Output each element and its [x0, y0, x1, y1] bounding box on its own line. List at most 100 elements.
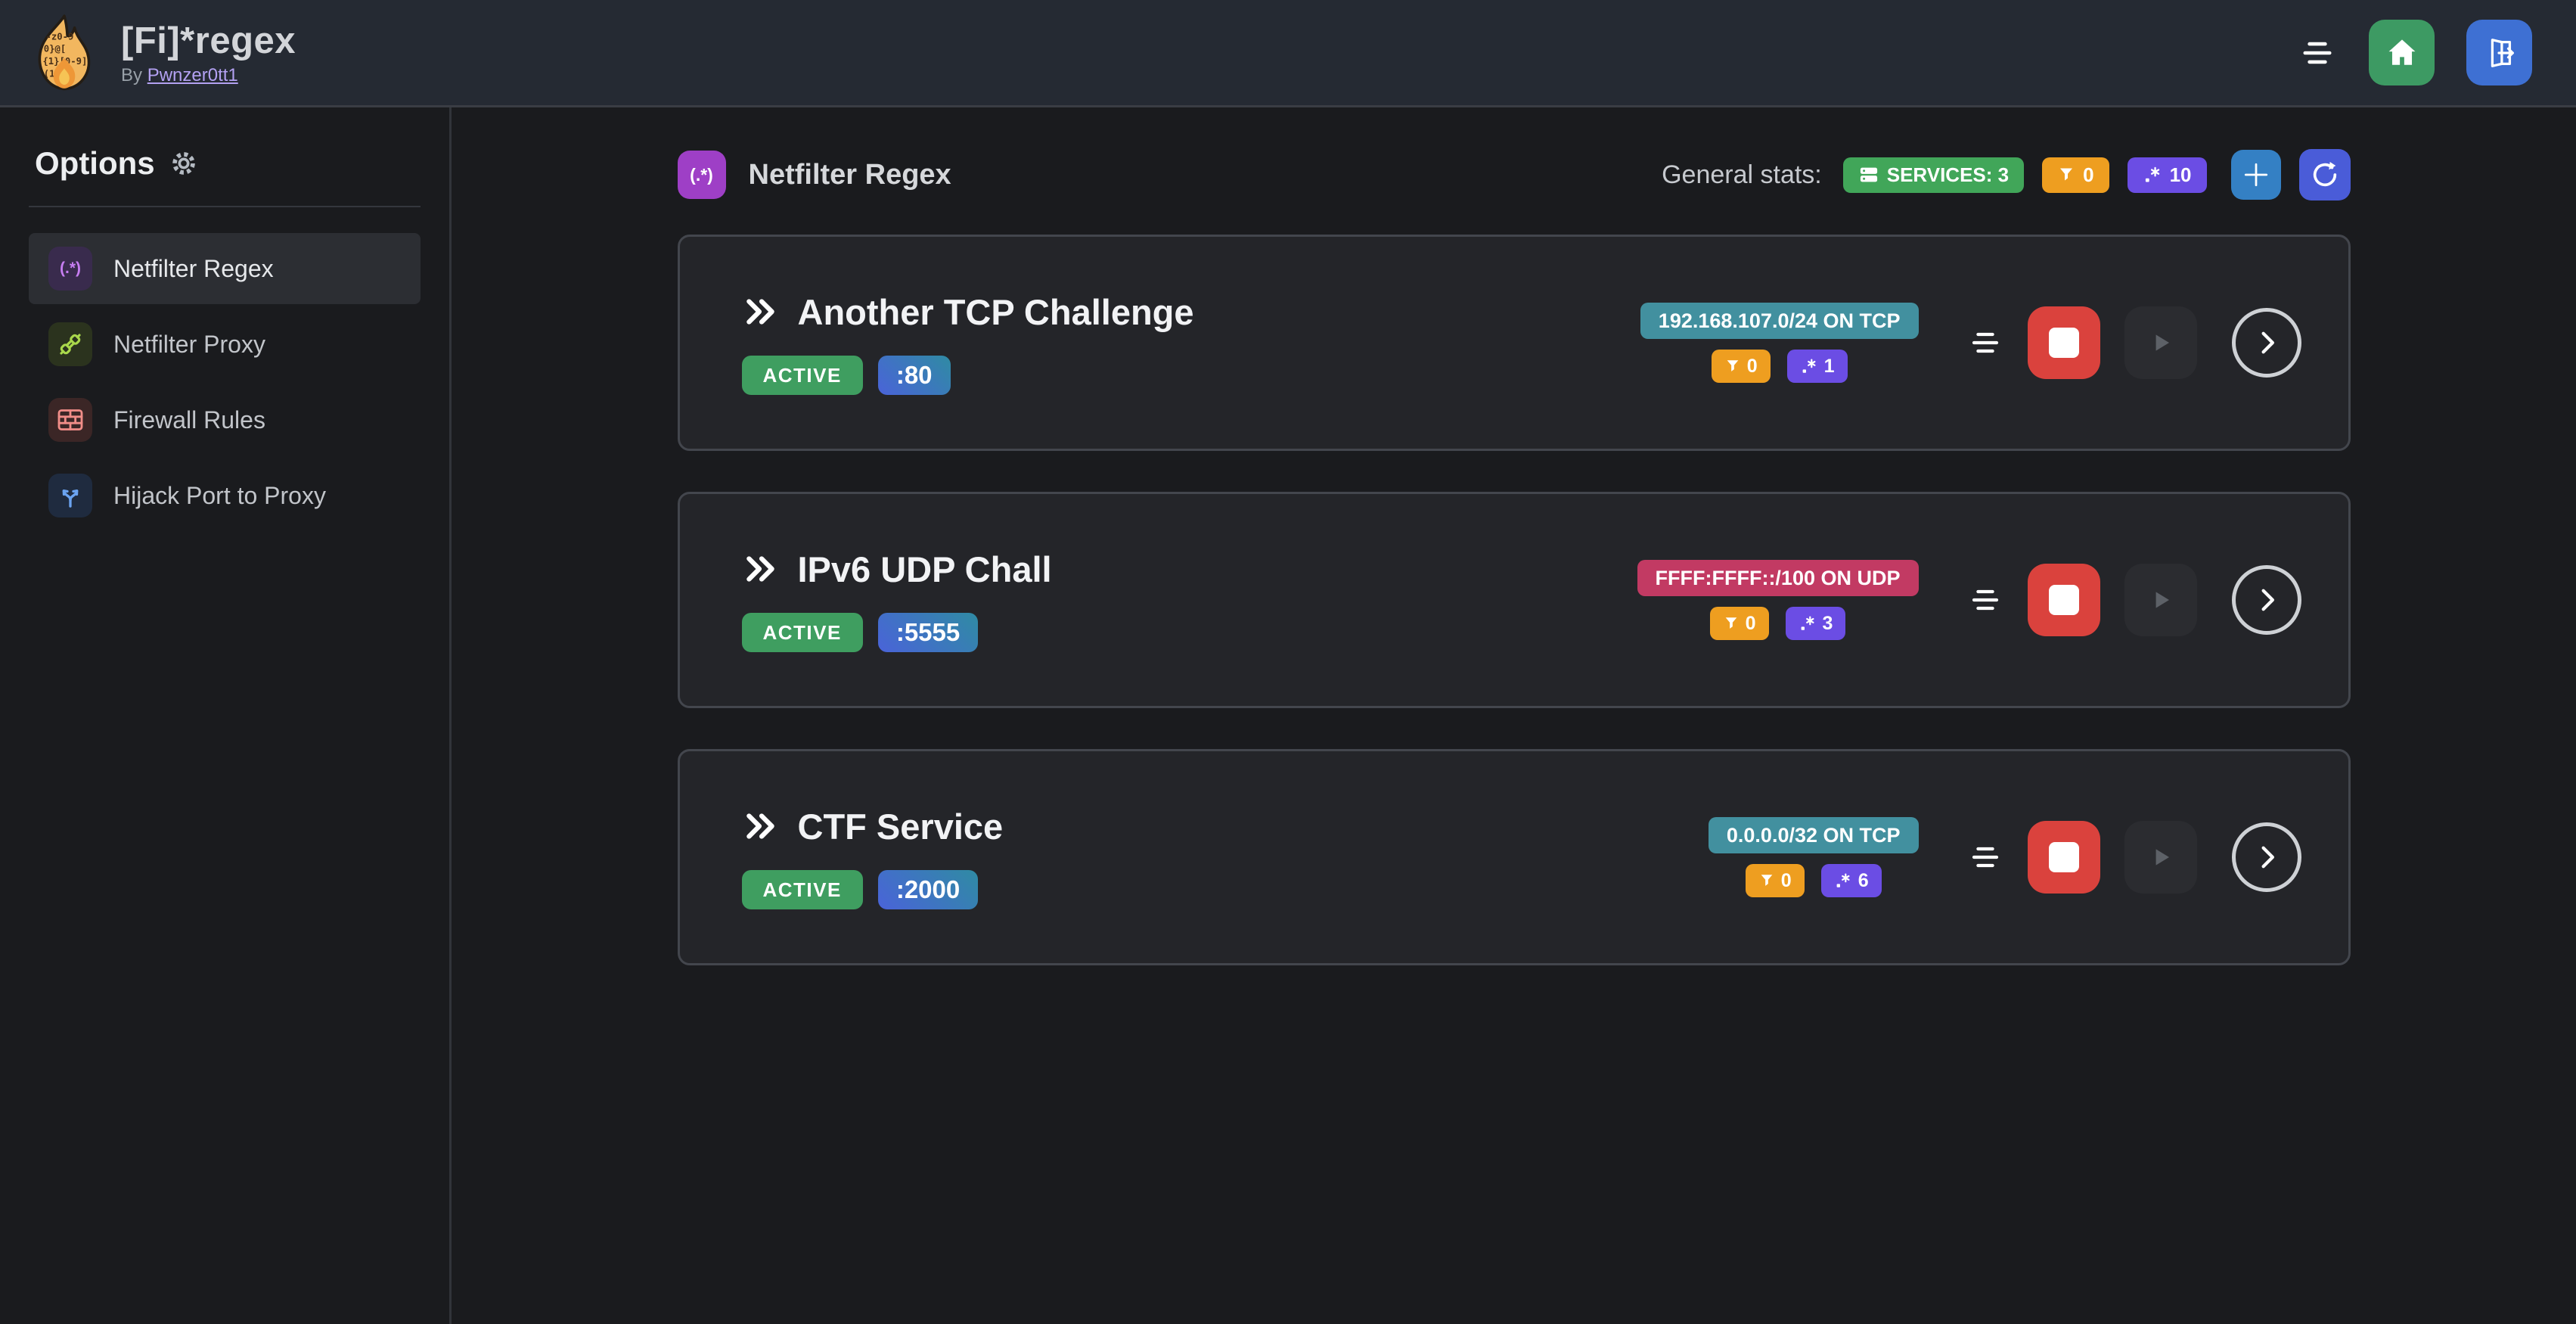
flame-logo: -z0-9 0}@[ {1}[0-9] (1 z]	[38, 14, 91, 90]
logo-regex-text: -z0-9	[46, 31, 74, 42]
filter-icon	[1724, 358, 1741, 375]
open-service-button[interactable]	[2231, 308, 2301, 378]
sidebar-nav: (.*) Netfilter Regex Netfilter Proxy Fir…	[29, 233, 421, 531]
status-badge: ACTIVE	[741, 612, 863, 652]
refresh-icon	[2310, 160, 2340, 190]
sidebar-item-hijack-port[interactable]: Hijack Port to Proxy	[29, 460, 421, 531]
mini-badges-row: 0 1	[1711, 350, 1848, 383]
open-service-button[interactable]	[2231, 565, 2301, 635]
header-brand: -z0-9 0}@[ {1}[0-9] (1 z] [Fi]*regex By …	[27, 13, 296, 93]
service-card-list: Another TCP Challenge ACTIVE :80 192.168…	[677, 235, 2351, 965]
filter-icon	[1758, 872, 1775, 889]
main-content: (.*) Netfilter Regex General stats: SERV…	[677, 148, 2351, 965]
regex-dot-star-icon	[2143, 165, 2162, 185]
author-link[interactable]: Pwnzer0tt1	[147, 64, 238, 85]
services-count-badge: SERVICES: 3	[1842, 157, 2025, 193]
page-body: Options (.*) Netfilter Regex Netfilter P…	[0, 107, 2576, 1324]
service-regexes-badge: 1	[1786, 350, 1848, 383]
target-cidr-badge: FFFF:FFFF::/100 ON UDP	[1637, 560, 1919, 596]
target-info: 192.168.107.0/24 ON TCP 0 1	[1640, 303, 1919, 383]
service-card-info: Another TCP Challenge ACTIVE :80	[741, 291, 1194, 395]
header-actions	[2298, 20, 2532, 85]
plus-icon	[2239, 158, 2273, 191]
service-card: IPv6 UDP Chall ACTIVE :5555 FFFF:FFFF::/…	[677, 492, 2351, 708]
main-area: (.*) Netfilter Regex General stats: SERV…	[452, 107, 2576, 1324]
service-filters-badge: 0	[1711, 350, 1771, 383]
service-title-row: Another TCP Challenge	[742, 291, 1194, 333]
chevrons-right-icon	[742, 293, 780, 331]
server-icon	[1858, 164, 1879, 185]
sidebar-heading: Options	[35, 145, 421, 182]
regex-dot-star-icon	[1799, 614, 1817, 632]
split-arrows-icon	[48, 474, 92, 517]
stop-icon	[2048, 842, 2079, 872]
stop-icon	[2048, 585, 2079, 615]
filter-icon	[2057, 166, 2075, 184]
service-menu-icon[interactable]	[1967, 325, 2003, 361]
service-menu-icon[interactable]	[1967, 839, 2003, 875]
refresh-button[interactable]	[2298, 149, 2351, 200]
service-card-info: IPv6 UDP Chall ACTIVE :5555	[741, 549, 1052, 652]
service-card-info: CTF Service ACTIVE :2000	[741, 806, 1004, 909]
stop-service-button[interactable]	[2027, 306, 2100, 379]
service-card-controls: FFFF:FFFF::/100 ON UDP 0 3	[1637, 560, 2301, 640]
sidebar-heading-label: Options	[35, 145, 155, 181]
target-info: FFFF:FFFF::/100 ON UDP 0 3	[1637, 560, 1919, 640]
start-service-button	[2124, 564, 2197, 636]
sidebar-divider	[29, 206, 421, 207]
target-info: 0.0.0.0/32 ON TCP 0 6	[1708, 817, 1919, 897]
mini-badges-row: 0 6	[1745, 864, 1882, 897]
service-card-controls: 0.0.0.0/32 ON TCP 0 6	[1708, 817, 2301, 897]
open-service-button[interactable]	[2231, 822, 2301, 892]
mini-badges-row: 0 3	[1709, 607, 1846, 640]
section-topbar: (.*) Netfilter Regex General stats: SERV…	[677, 148, 2351, 201]
chevrons-right-icon	[742, 550, 780, 588]
service-name: CTF Service	[797, 806, 1004, 847]
add-service-button[interactable]	[2230, 150, 2281, 200]
logout-button[interactable]	[2466, 20, 2532, 85]
service-name: Another TCP Challenge	[797, 291, 1194, 332]
start-service-button	[2124, 306, 2197, 379]
sidebar-item-netfilter-proxy[interactable]: Netfilter Proxy	[29, 309, 421, 380]
sidebar-item-label: Hijack Port to Proxy	[113, 481, 326, 509]
brick-wall-icon	[48, 398, 92, 442]
sidebar: Options (.*) Netfilter Regex Netfilter P…	[0, 107, 452, 1324]
start-service-button	[2124, 821, 2197, 894]
header-menu-icon[interactable]	[2298, 33, 2337, 73]
byline-prefix: By	[121, 64, 143, 85]
home-button[interactable]	[2369, 20, 2435, 85]
regex-dot-star-icon	[1834, 872, 1852, 890]
general-stats: General stats: SERVICES: 3 0 10	[1662, 149, 2351, 200]
stop-service-button[interactable]	[2027, 564, 2100, 636]
service-title-row: CTF Service	[742, 806, 1004, 847]
service-menu-icon[interactable]	[1967, 582, 2003, 618]
service-badges-row: ACTIVE :80	[741, 355, 1194, 395]
sidebar-item-netfilter-regex[interactable]: (.*) Netfilter Regex	[29, 233, 421, 304]
service-name: IPv6 UDP Chall	[797, 549, 1052, 589]
stop-service-button[interactable]	[2027, 821, 2100, 894]
title-block: [Fi]*regex By Pwnzer0tt1	[121, 20, 296, 86]
regex-section-icon: (.*)	[677, 151, 726, 199]
plug-icon	[48, 322, 92, 366]
chevron-right-icon	[2251, 584, 2283, 616]
home-icon	[2385, 36, 2419, 70]
service-filters-badge: 0	[1745, 864, 1805, 897]
chevron-right-icon	[2251, 327, 2283, 359]
app-title: [Fi]*regex	[121, 20, 296, 61]
section-header: (.*) Netfilter Regex	[677, 151, 951, 199]
sidebar-item-firewall-rules[interactable]: Firewall Rules	[29, 384, 421, 455]
gear-icon	[169, 148, 199, 179]
status-badge: ACTIVE	[741, 869, 863, 909]
sidebar-item-label: Netfilter Proxy	[113, 330, 265, 358]
filters-count-badge: 0	[2042, 157, 2109, 193]
play-icon	[2144, 841, 2177, 874]
service-badges-row: ACTIVE :5555	[741, 612, 1052, 652]
service-title-row: IPv6 UDP Chall	[742, 549, 1052, 590]
play-icon	[2144, 326, 2177, 359]
stats-label: General stats:	[1662, 160, 1822, 189]
service-card: Another TCP Challenge ACTIVE :80 192.168…	[677, 235, 2351, 451]
logo-regex-text: 0}@[	[44, 43, 66, 54]
filter-icon	[1723, 615, 1740, 632]
target-cidr-badge: 0.0.0.0/32 ON TCP	[1708, 817, 1919, 853]
